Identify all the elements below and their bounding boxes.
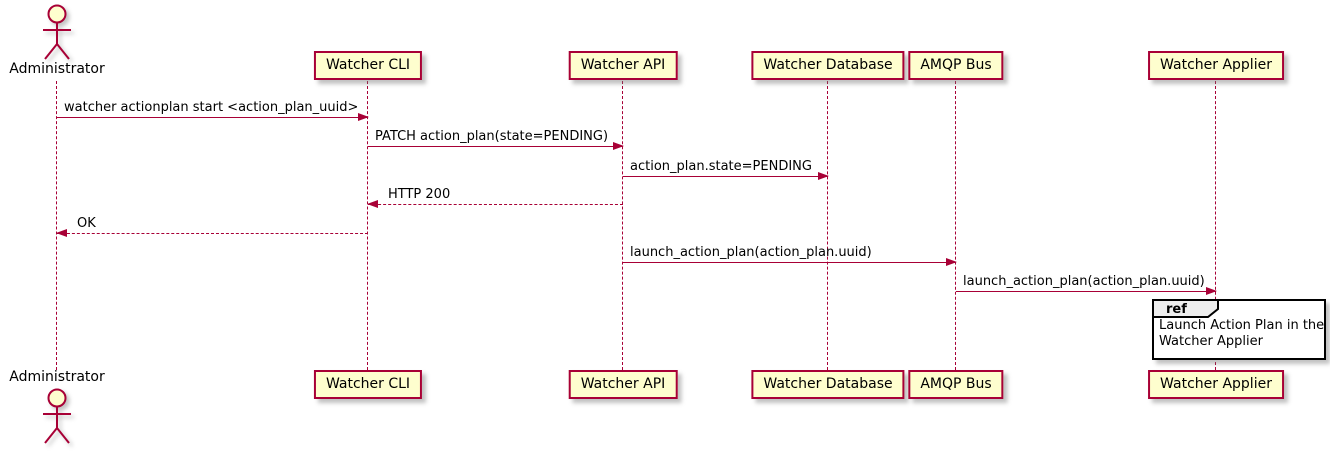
lifeline-watcher-cli	[367, 81, 368, 370]
participant-amqp-bus-bottom: AMQP Bus	[908, 370, 1004, 399]
message-label: PATCH action_plan(state=PENDING)	[375, 129, 609, 144]
participant-watcher-cli-bottom: Watcher CLI	[313, 370, 423, 399]
message-6: launch_action_plan(action_plan.uuid)	[623, 245, 957, 268]
actor-icon	[43, 4, 71, 60]
arrowhead-icon	[613, 142, 624, 150]
lifeline-administrator	[56, 81, 57, 370]
message-line	[368, 146, 623, 147]
lifeline-watcher-api	[622, 81, 623, 370]
actor-label-administrator-bottom: Administrator	[9, 369, 105, 385]
message-line	[57, 117, 368, 118]
participant-watcher-api-top: Watcher API	[568, 51, 678, 80]
participant-watcher-applier-bottom: Watcher Applier	[1148, 370, 1284, 399]
message-line	[368, 204, 623, 205]
participant-watcher-cli-top: Watcher CLI	[313, 51, 423, 80]
participant-amqp-bus-top: AMQP Bus	[908, 51, 1004, 80]
actor-label-administrator-top: Administrator	[9, 61, 105, 77]
lifeline-watcher-applier	[1215, 81, 1216, 370]
arrowhead-icon	[1206, 287, 1217, 295]
message-label: watcher actionplan start <action_plan_uu…	[64, 100, 359, 115]
message-label: OK	[77, 216, 96, 231]
message-line	[623, 262, 956, 263]
participant-watcher-api-bottom: Watcher API	[568, 370, 678, 399]
message-label: HTTP 200	[388, 187, 451, 202]
message-line	[57, 233, 368, 234]
message-2: PATCH action_plan(state=PENDING)	[368, 129, 624, 152]
ref-text-line: Launch Action Plan in the	[1159, 318, 1325, 333]
message-line	[956, 291, 1216, 292]
arrowhead-icon	[818, 172, 829, 180]
message-label: launch_action_plan(action_plan.uuid)	[963, 274, 1205, 289]
message-7: launch_action_plan(action_plan.uuid)	[956, 274, 1217, 297]
message-line	[623, 176, 828, 177]
message-5: OK	[56, 216, 368, 239]
participant-watcher-database-top: Watcher Database	[751, 51, 905, 80]
message-label: action_plan.state=PENDING	[630, 159, 812, 174]
message-3: action_plan.state=PENDING	[623, 159, 829, 182]
ref-keyword-tab: ref	[1152, 299, 1220, 322]
arrowhead-icon	[56, 229, 67, 237]
lifeline-watcher-database	[827, 81, 828, 370]
arrowhead-icon	[358, 113, 369, 121]
participant-watcher-database-bottom: Watcher Database	[751, 370, 905, 399]
message-1: watcher actionplan start <action_plan_uu…	[57, 100, 369, 123]
actor-icon	[43, 388, 71, 444]
participant-watcher-applier-top: Watcher Applier	[1148, 51, 1284, 80]
arrowhead-icon	[946, 258, 957, 266]
actor-figure-bottom	[25, 386, 89, 450]
actor-figure-top	[25, 2, 89, 66]
ref-keyword: ref	[1166, 302, 1187, 317]
lifeline-amqp-bus	[955, 81, 956, 370]
ref-text-line: Watcher Applier	[1159, 334, 1263, 349]
arrowhead-icon	[367, 200, 378, 208]
message-4: HTTP 200	[367, 187, 623, 210]
message-label: launch_action_plan(action_plan.uuid)	[630, 245, 872, 260]
